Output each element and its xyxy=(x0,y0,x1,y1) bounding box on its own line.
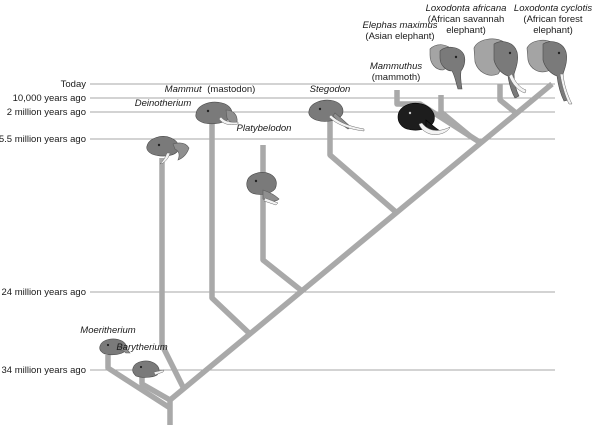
asian-elephant-head-icon xyxy=(429,44,466,90)
label-24-million-years: 24 million years ago xyxy=(2,287,87,298)
label-5-5-million-years: 5.5 million years ago xyxy=(0,134,86,145)
deinotherium-head-icon xyxy=(146,136,190,165)
tree-branches xyxy=(105,81,554,425)
label-mammut-common: (mastodon) xyxy=(207,84,255,95)
label-mammut: Mammut (mastodon) xyxy=(165,84,256,95)
label-loxodonta-cyclotis-common-1: (African forest xyxy=(523,14,582,25)
label-elephas-common: (Asian elephant) xyxy=(365,31,434,42)
label-10k-years: 10,000 years ago xyxy=(13,93,86,104)
branch-barytherium xyxy=(139,375,172,403)
label-loxodonta-africana-common-1: (African savannah xyxy=(428,14,505,25)
label-loxodonta-cyclotis-genus: Loxodonta cyclotis xyxy=(514,3,592,14)
label-platybelodon: Platybelodon xyxy=(237,123,292,134)
branch-elephas xyxy=(438,95,472,139)
branch-stegodon xyxy=(327,120,399,216)
mastodon-head-icon xyxy=(195,101,239,126)
branch-platybelodon xyxy=(260,145,304,294)
label-mammuthus-common: (mammoth) xyxy=(372,72,421,83)
label-2-million-years: 2 million years ago xyxy=(7,107,86,118)
label-mammut-genus: Mammut xyxy=(165,84,202,95)
label-barytherium: Barytherium xyxy=(116,342,167,353)
branch-moeritherium xyxy=(105,355,172,411)
branch-deinotherium xyxy=(159,158,187,391)
label-elephas-genus: Elephas maximus xyxy=(363,20,438,31)
label-stegodon: Stegodon xyxy=(310,84,351,95)
branch-loxodonta-africana xyxy=(497,84,518,116)
label-deinotherium: Deinotherium xyxy=(135,98,192,109)
label-mammuthus-genus: Mammuthus xyxy=(370,61,423,72)
african-forest-elephant-head-icon xyxy=(526,39,573,105)
label-34-million-years: 34 million years ago xyxy=(2,365,87,376)
branch-mammut xyxy=(209,122,252,336)
african-savannah-elephant-head-icon xyxy=(473,38,527,99)
barytherium-head-icon xyxy=(132,360,165,378)
label-moeritherium: Moeritherium xyxy=(80,325,136,336)
stegodon-head-icon xyxy=(308,99,365,132)
label-today: Today xyxy=(61,79,87,90)
branch-main-trunk xyxy=(168,81,554,403)
mammoth-head-icon xyxy=(397,102,451,135)
platybelodon-head-icon xyxy=(246,172,280,206)
species-labels: Moeritherium Barytherium Deinotherium Ma… xyxy=(80,3,592,353)
moeritherium-head-icon xyxy=(99,338,131,356)
label-loxodonta-africana-common-2: elephant) xyxy=(446,25,486,36)
label-loxodonta-cyclotis-common-2: elephant) xyxy=(533,25,573,36)
timeline-labels: Today 10,000 years ago 2 million years a… xyxy=(0,79,86,376)
label-loxodonta-africana-genus: Loxodonta africana xyxy=(426,3,507,14)
